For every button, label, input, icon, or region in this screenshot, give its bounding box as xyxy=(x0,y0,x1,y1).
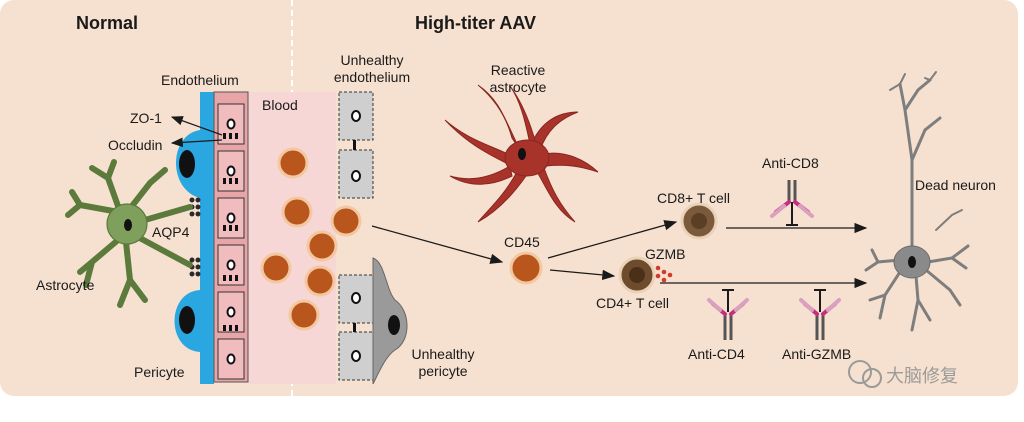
anti-gzmb-antibody xyxy=(799,289,841,340)
label-anti-gzmb: Anti-GZMB xyxy=(782,346,852,362)
blood-immune-cell xyxy=(306,230,338,262)
blood-immune-cells xyxy=(260,147,362,331)
arrow-to-cd45 xyxy=(371,225,504,264)
anti-cd4-antibody xyxy=(707,289,749,340)
astrocyte-cell xyxy=(65,159,193,308)
label-unhealthy-pericyte-line1: Unhealthy xyxy=(411,346,475,362)
label-unhealthy-endothelium-line2: endothelium xyxy=(333,69,411,85)
anti-cd8-antibody xyxy=(770,180,814,226)
occludin-pointer xyxy=(170,137,223,148)
label-reactive-astrocyte-line1: Reactive xyxy=(490,62,546,78)
label-reactive-astrocyte-line2: astrocyte xyxy=(489,79,547,95)
endothelial-cell xyxy=(217,150,245,192)
endothelial-nucleus xyxy=(226,353,236,365)
unhealthy-endothelium xyxy=(338,91,374,381)
label-cd8-t-cell: CD8+ T cell xyxy=(657,190,731,206)
unhealthy-pericyte xyxy=(372,257,408,385)
blood-immune-cell xyxy=(330,205,362,237)
zo1-pointer xyxy=(170,116,223,136)
endothelial-nucleus xyxy=(226,212,236,224)
reactive-astrocyte-cell xyxy=(444,84,599,223)
label-zo1: ZO-1 xyxy=(130,110,162,126)
endothelial-nucleus xyxy=(226,165,236,177)
background-panel xyxy=(0,0,1018,396)
label-pericyte: Pericyte xyxy=(134,364,185,380)
title-high-titer-aav: High-titer AAV xyxy=(415,13,536,33)
label-anti-cd4: Anti-CD4 xyxy=(688,346,745,362)
cd45-cell xyxy=(509,251,543,285)
cd8-t-cell xyxy=(680,202,718,240)
label-unhealthy-pericyte-line2: pericyte xyxy=(418,363,468,379)
label-blood: Blood xyxy=(262,97,298,113)
tight-junctions xyxy=(223,133,238,331)
wechat-logo xyxy=(848,360,882,388)
label-cd45: CD45 xyxy=(504,234,540,250)
blood-immune-cell xyxy=(281,196,313,228)
label-occludin: Occludin xyxy=(108,137,163,153)
arrow-to-cd4 xyxy=(549,269,616,281)
arrow-to-cd8 xyxy=(547,220,678,259)
blood-immune-cell xyxy=(277,147,309,179)
label-gzmb: GZMB xyxy=(645,246,686,262)
blood-immune-cell xyxy=(304,265,336,297)
dead-neuron xyxy=(864,71,970,332)
endothelial-nucleus xyxy=(226,259,236,271)
label-unhealthy-endothelium-line1: Unhealthy xyxy=(340,52,404,68)
endothelial-nucleus xyxy=(226,306,236,318)
label-dead-neuron: Dead neuron xyxy=(915,177,996,193)
watermark-text: 大脑修复 xyxy=(886,366,958,386)
cd4-t-cell xyxy=(618,256,656,294)
blood-immune-cell xyxy=(260,252,292,284)
title-normal: Normal xyxy=(76,13,139,33)
label-aqp4: AQP4 xyxy=(152,224,190,240)
blood-immune-cell xyxy=(288,299,320,331)
label-cd4-t-cell: CD4+ T cell xyxy=(596,295,670,311)
label-anti-cd8: Anti-CD8 xyxy=(762,155,819,171)
endothelial-nucleus xyxy=(226,118,236,130)
label-endothelium: Endothelium xyxy=(161,72,239,88)
gzmb-granules xyxy=(655,265,673,283)
label-astrocyte: Astrocyte xyxy=(36,277,95,293)
